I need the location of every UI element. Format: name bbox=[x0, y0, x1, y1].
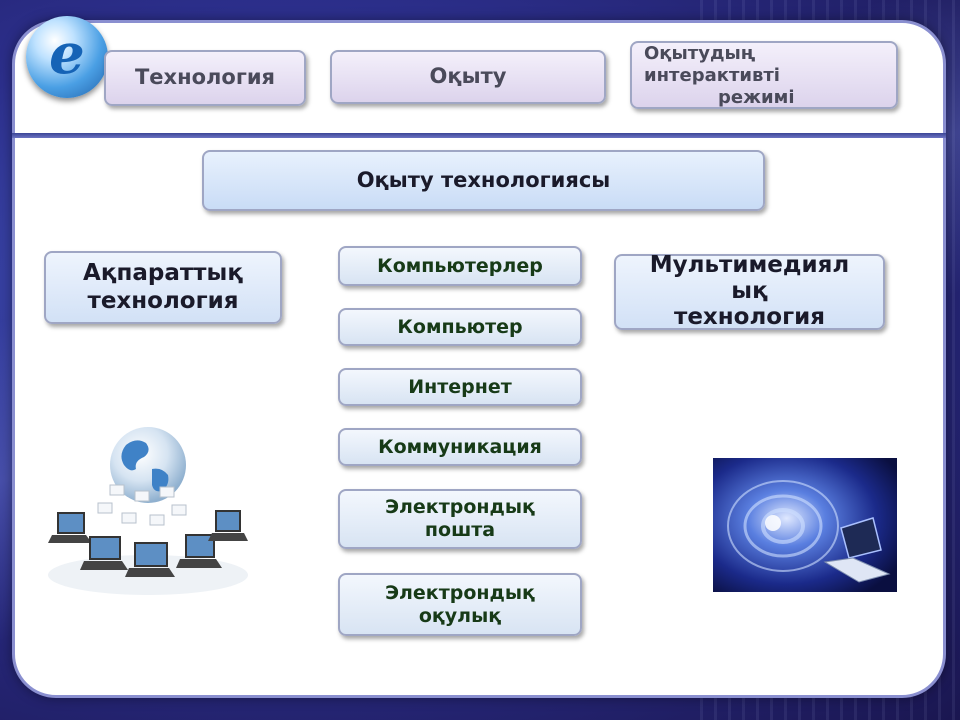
information-technology-box: Ақпараттық технология bbox=[44, 251, 282, 324]
main-title-box: Оқыту технологиясы bbox=[202, 150, 765, 211]
list-item-email: Электрондық пошта bbox=[338, 489, 582, 549]
list-item-label-line2: оқулық bbox=[419, 605, 501, 628]
list-item-label-line2: пошта bbox=[425, 519, 495, 542]
list-item-computers: Компьютерлер bbox=[338, 246, 582, 286]
main-title: Оқыту технологиясы bbox=[357, 168, 611, 193]
header-box-teaching-label: Оқыту bbox=[430, 64, 507, 89]
list-item-label-line1: Электрондық bbox=[385, 496, 535, 519]
list-item-communication: Коммуникация bbox=[338, 428, 582, 466]
header-divider bbox=[12, 133, 946, 138]
header-box-teaching: Оқыту bbox=[330, 50, 606, 104]
header-box-technology: Технология bbox=[104, 50, 306, 106]
multimedia-technology-box: Мультимедиял ық технология bbox=[614, 254, 885, 330]
interactive-mode-line2: интерактивті bbox=[644, 65, 896, 87]
laptop-tech-illustration bbox=[713, 458, 897, 592]
list-item-label: Коммуникация bbox=[378, 436, 542, 459]
interactive-mode-line1: Оқытудың bbox=[644, 43, 896, 65]
globe-network-illustration bbox=[40, 425, 255, 600]
header-box-technology-label: Технология bbox=[135, 65, 275, 90]
list-item-computer: Компьютер bbox=[338, 308, 582, 346]
internet-explorer-logo-icon: e bbox=[26, 16, 108, 98]
interactive-mode-line3: режимі bbox=[644, 87, 896, 109]
multimedia-technology-line3: технология bbox=[674, 305, 825, 331]
list-item-label: Интернет bbox=[408, 376, 512, 399]
list-item-label: Компьютерлер bbox=[377, 255, 543, 278]
list-item-e-textbook: Электрондық оқулық bbox=[338, 573, 582, 636]
list-item-internet: Интернет bbox=[338, 368, 582, 406]
multimedia-technology-line2: ық bbox=[731, 279, 767, 305]
information-technology-line2: технология bbox=[87, 288, 238, 316]
multimedia-technology-line1: Мультимедиял bbox=[650, 253, 849, 279]
header-box-interactive-mode: Оқытудың интерактивті режимі bbox=[630, 41, 898, 109]
logo-letter: e bbox=[49, 26, 85, 82]
information-technology-line1: Ақпараттық bbox=[83, 260, 243, 288]
list-item-label: Компьютер bbox=[397, 316, 522, 339]
list-item-label-line1: Электрондық bbox=[385, 582, 535, 605]
